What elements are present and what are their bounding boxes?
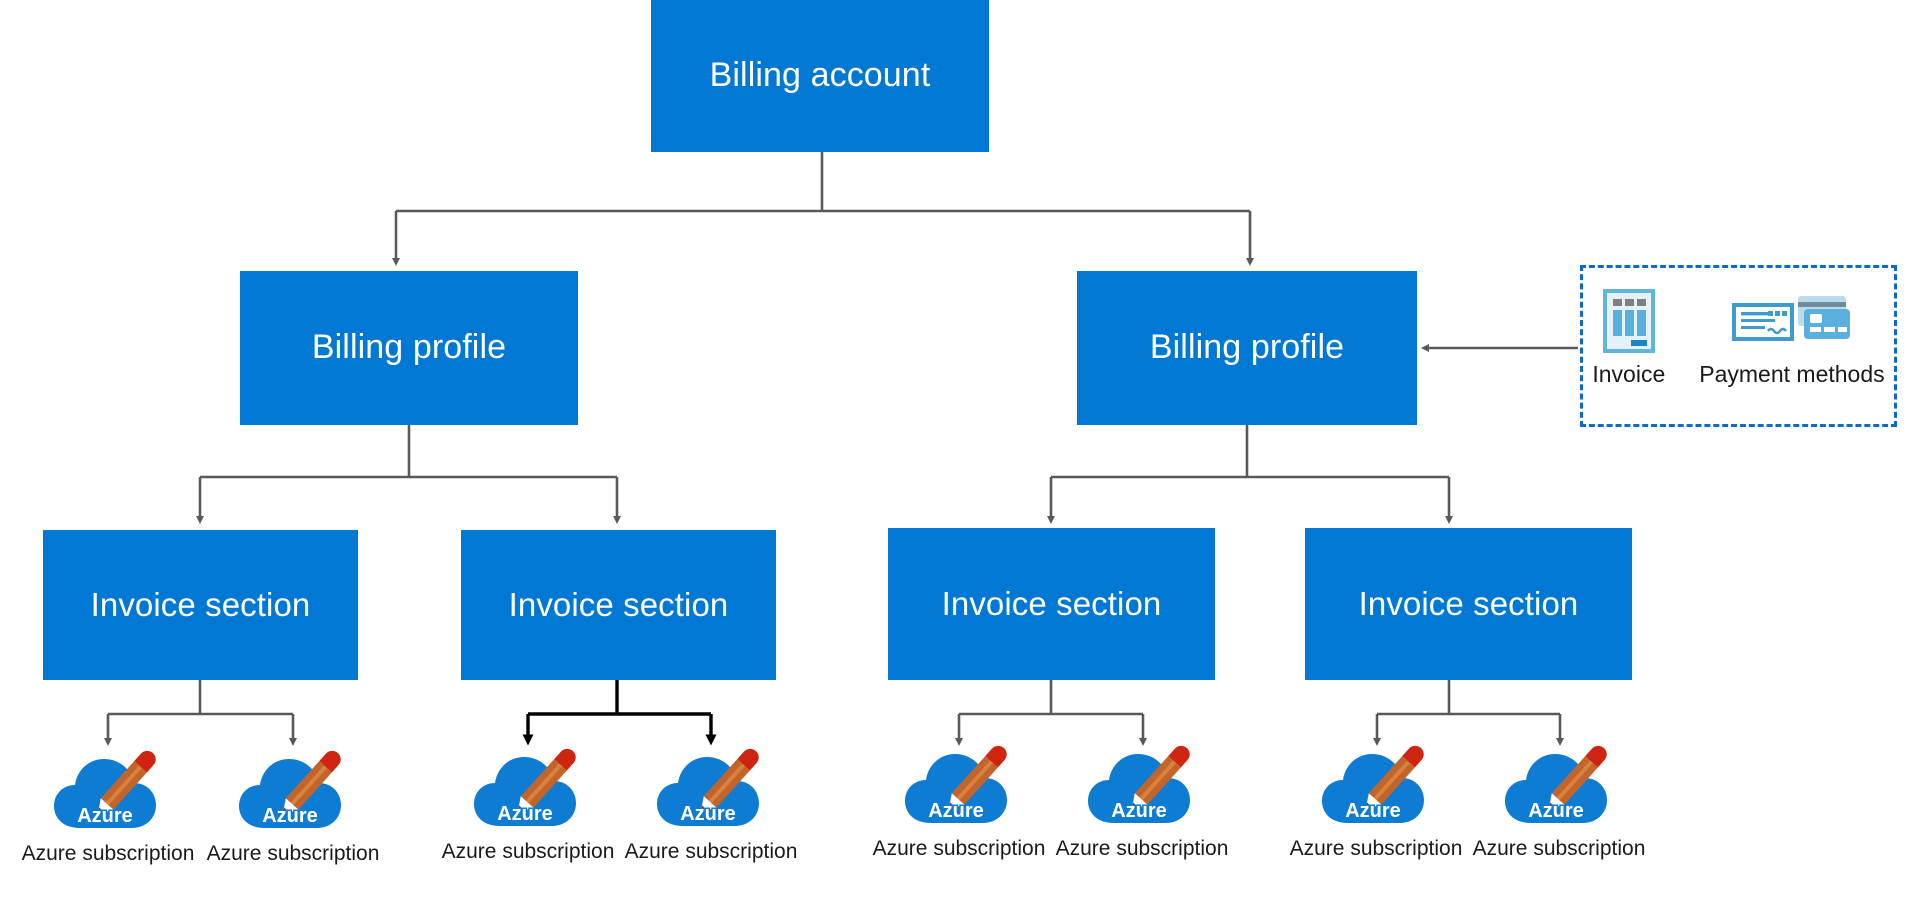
svg-text:Azure: Azure xyxy=(1111,800,1167,822)
node-invoice-section-3[interactable]: Invoice section xyxy=(888,528,1215,680)
node-invoice-section-4[interactable]: Invoice section xyxy=(1305,528,1632,680)
node-invoice-section-4-label: Invoice section xyxy=(1358,584,1579,622)
subscription-4-label: Azure subscription xyxy=(624,840,798,863)
azure-subscription-icon: Azure xyxy=(1503,745,1615,831)
node-invoice-section-1-label: Invoice section xyxy=(90,585,311,623)
subscription-4[interactable]: Azure Azure subscription xyxy=(616,748,806,864)
node-invoice-section-2[interactable]: Invoice section xyxy=(461,530,776,680)
svg-text:Azure: Azure xyxy=(1345,800,1401,822)
subscription-1-label: Azure subscription xyxy=(21,842,195,865)
subscription-1[interactable]: Azure Azure subscription xyxy=(13,750,203,866)
azure-subscription-icon: Azure xyxy=(52,750,164,836)
subscription-8-label: Azure subscription xyxy=(1472,837,1646,860)
payment-panel-item-invoice-label: Invoice xyxy=(1592,361,1666,387)
node-billing-profile-1[interactable]: Billing profile xyxy=(240,271,578,425)
node-invoice-section-1[interactable]: Invoice section xyxy=(43,530,358,680)
azure-subscription-icon: Azure xyxy=(1086,745,1198,831)
node-billing-profile-2-label: Billing profile xyxy=(1149,328,1345,367)
subscription-3[interactable]: Azure Azure subscription xyxy=(433,748,623,864)
svg-text:Azure: Azure xyxy=(1528,800,1584,822)
invoice-document-icon xyxy=(1602,288,1655,354)
node-invoice-section-2-label: Invoice section xyxy=(508,585,729,623)
subscription-3-label: Azure subscription xyxy=(441,840,615,863)
svg-text:Azure: Azure xyxy=(77,805,133,827)
payment-panel-item-payment-methods[interactable]: Payment methods xyxy=(1699,288,1885,388)
subscription-2-label: Azure subscription xyxy=(206,842,380,865)
subscription-7[interactable]: Azure Azure subscription xyxy=(1281,745,1471,861)
azure-subscription-icon: Azure xyxy=(472,748,584,834)
node-billing-profile-1-label: Billing profile xyxy=(311,328,507,367)
payment-panel-item-payment-methods-label: Payment methods xyxy=(1699,361,1885,387)
node-invoice-section-3-label: Invoice section xyxy=(941,584,1162,622)
azure-subscription-icon: Azure xyxy=(655,748,767,834)
subscription-6[interactable]: Azure Azure subscription xyxy=(1047,745,1237,861)
payment-panel[interactable]: Invoice xyxy=(1580,265,1897,427)
subscription-2[interactable]: Azure Azure subscription xyxy=(198,750,388,866)
subscription-7-label: Azure subscription xyxy=(1289,837,1463,860)
node-billing-account-label: Billing account xyxy=(709,56,931,95)
node-billing-account[interactable]: Billing account xyxy=(651,0,989,152)
payment-panel-item-invoice[interactable]: Invoice xyxy=(1592,288,1665,388)
svg-text:Azure: Azure xyxy=(497,803,553,825)
svg-text:Azure: Azure xyxy=(262,805,318,827)
svg-text:Azure: Azure xyxy=(680,803,736,825)
subscription-5-label: Azure subscription xyxy=(872,837,1046,860)
svg-text:Azure: Azure xyxy=(928,800,984,822)
azure-subscription-icon: Azure xyxy=(237,750,349,836)
azure-subscription-icon: Azure xyxy=(1320,745,1432,831)
azure-subscription-icon: Azure xyxy=(903,745,1015,831)
subscription-6-label: Azure subscription xyxy=(1055,837,1229,860)
check-and-credit-card-icon xyxy=(1731,288,1852,354)
node-billing-profile-2[interactable]: Billing profile xyxy=(1077,271,1417,425)
subscription-8[interactable]: Azure Azure subscription xyxy=(1464,745,1654,861)
subscription-5[interactable]: Azure Azure subscription xyxy=(864,745,1054,861)
